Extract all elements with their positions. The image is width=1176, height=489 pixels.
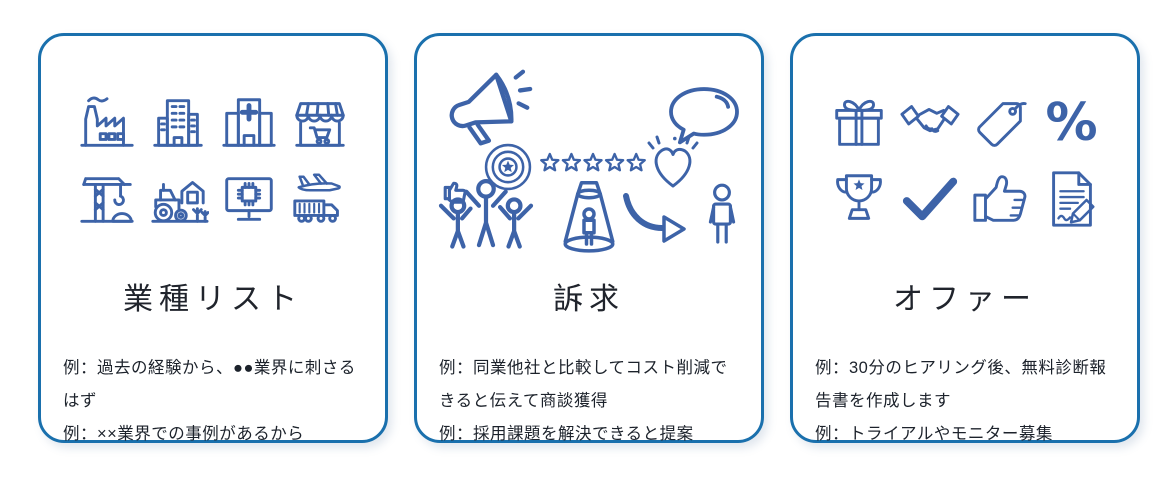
example-line: 例：過去の経験から、●●業界に刺さるはず bbox=[63, 359, 356, 410]
card-offer: % オファー 例：30分のヒアリング後、無料診断報告書を作成します 例：トライア… bbox=[790, 33, 1140, 443]
thumbs-up-icon bbox=[970, 168, 1032, 230]
cheering-crowd-icon bbox=[435, 172, 537, 262]
example-list: 例：30分のヒアリング後、無料診断報告書を作成します 例：トライアルやモニター募… bbox=[815, 352, 1117, 451]
trophy-icon bbox=[828, 168, 890, 230]
crane-icon bbox=[76, 168, 138, 230]
example-line: 例：採用課題を解決できると提案 bbox=[439, 425, 694, 443]
five-stars-icon bbox=[539, 152, 647, 174]
factory-icon bbox=[76, 92, 138, 154]
curved-arrow-icon bbox=[619, 190, 701, 246]
hospital-icon bbox=[218, 92, 280, 154]
card-title: 業種リスト bbox=[123, 283, 303, 316]
offer-icon-grid: % bbox=[793, 60, 1137, 262]
card-title: 訴求 bbox=[553, 283, 625, 316]
example-line: 例：××業界での事例があるから bbox=[63, 425, 305, 443]
office-building-icon bbox=[147, 92, 209, 154]
airplane-truck-icon bbox=[289, 168, 351, 230]
tractor-farm-icon bbox=[147, 168, 209, 230]
computer-chip-icon bbox=[218, 168, 280, 230]
contract-icon bbox=[1041, 168, 1103, 230]
gift-icon bbox=[828, 92, 890, 154]
handshake-icon bbox=[899, 92, 961, 154]
storefront-icon bbox=[289, 92, 351, 154]
person-icon bbox=[705, 182, 739, 262]
example-line: 例：トライアルやモニター募集 bbox=[815, 425, 1053, 443]
three-card-row: 業種リスト 例：過去の経験から、●●業界に刺さるはず 例：××業界での事例がある… bbox=[38, 33, 1140, 443]
appeal-icon-montage bbox=[417, 60, 761, 262]
checkmark-icon bbox=[899, 168, 961, 230]
heart-icon bbox=[641, 134, 705, 198]
card-appeal: 訴求 例：同業他社と比較してコスト削減できると伝えて商談獲得 例：採用課題を解決… bbox=[414, 33, 764, 443]
percent-icon: % bbox=[1045, 93, 1098, 153]
card-title: オファー bbox=[893, 283, 1037, 316]
price-tag-icon bbox=[970, 92, 1032, 154]
industry-icon-grid bbox=[41, 60, 385, 262]
spotlight-person-icon bbox=[559, 176, 619, 262]
example-line: 例：同業他社と比較してコスト削減できると伝えて商談獲得 bbox=[439, 359, 728, 410]
example-list: 例：過去の経験から、●●業界に刺さるはず 例：××業界での事例があるから bbox=[63, 352, 365, 451]
example-line: 例：30分のヒアリング後、無料診断報告書を作成します bbox=[815, 359, 1107, 410]
example-list: 例：同業他社と比較してコスト削減できると伝えて商談獲得 例：採用課題を解決できる… bbox=[439, 352, 741, 451]
card-industry-list: 業種リスト 例：過去の経験から、●●業界に刺さるはず 例：××業界での事例がある… bbox=[38, 33, 388, 443]
